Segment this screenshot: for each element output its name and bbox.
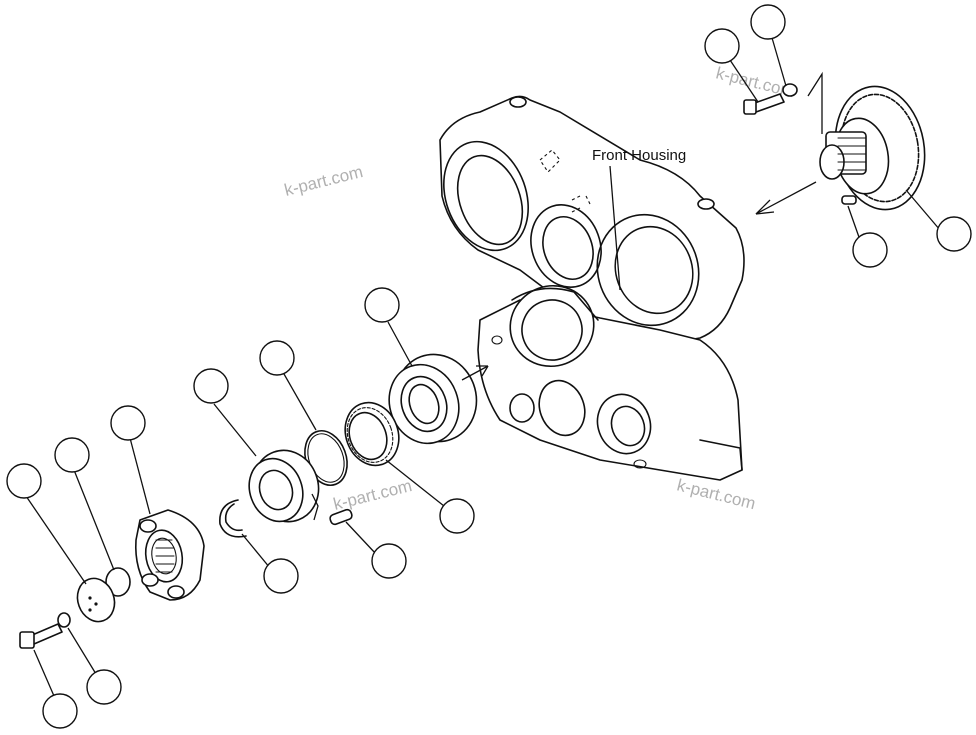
coupling-flange [134,509,205,601]
callout-circle [371,543,407,579]
callout-circle [704,28,740,64]
watermark-2: k-part.com [714,63,797,101]
callout-circle [6,463,42,499]
callout-circle [750,4,786,40]
callout-circle [263,558,299,594]
flange-bolt [19,623,63,649]
end-plate [76,577,116,623]
roller-ring [344,401,400,467]
watermark-1: k-part.com [282,162,365,200]
drive-gear [819,85,926,211]
callout-circle [364,287,400,323]
callout-circle [110,405,146,441]
snap-ring [219,499,247,538]
gear-bracket [807,71,823,134]
ball-bearing [388,353,478,445]
callout-circle [852,232,888,268]
gear-washer [782,83,798,97]
gear-pin [841,195,857,205]
small-o-ring [105,567,131,597]
oil-seal [248,449,320,523]
front-housing-leader [609,165,621,291]
front-housing [439,95,745,481]
flange-washer [57,612,71,628]
arrow-gear-to-housing [755,181,817,215]
front-housing-label: Front Housing [592,147,686,164]
callout-circle [259,340,295,376]
callout-circle [86,669,122,705]
dowel-pin [329,508,353,526]
seal-bracket [311,493,319,521]
callout-circle [193,368,229,404]
callout-circle [54,437,90,473]
arrow-bearing-to-housing [461,365,489,381]
callout-circle [936,216,972,252]
callout-circle [439,498,475,534]
gear-bolt [743,93,785,115]
callout-circle [42,693,78,729]
callout-group [6,4,972,729]
watermark-3: k-part.com [331,476,414,514]
watermark-4: k-part.com [675,475,758,513]
